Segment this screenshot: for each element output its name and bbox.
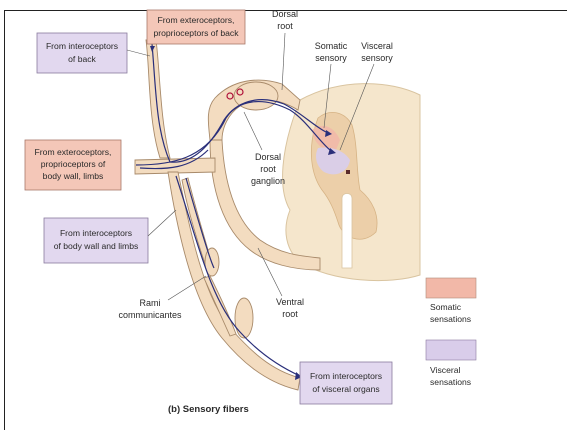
box-interoceptors-body: From interoceptors of body wall and limb… (44, 218, 148, 263)
legend-somatic: Somatic sensations (426, 278, 476, 324)
legend-visceral-swatch (426, 340, 476, 360)
legend: Somatic sensations Visceral sensations (426, 278, 476, 387)
box-interoceptors-back-line2: of back (68, 54, 96, 64)
label-rami-line1: Rami (139, 298, 160, 308)
box-interoceptors-visceral: From interoceptors of visceral organs (300, 362, 392, 404)
box-interoceptors-visceral-line1: From interoceptors (310, 371, 382, 381)
box-interoceptors-body-line2: of body wall and limbs (54, 241, 139, 251)
label-drg-line2: root (260, 164, 276, 174)
label-visceral-sensory-line1: Visceral (361, 41, 393, 51)
box-exteroceptors-back-line2: proprioceptors of back (153, 28, 239, 38)
box-exteroceptors-body-line2: proprioceptors of (41, 159, 106, 169)
box-interoceptors-body-line1: From interoceptors (60, 228, 132, 238)
label-ventral-root-line1: Ventral (276, 297, 304, 307)
label-visceral-sensory-line2: sensory (361, 53, 393, 63)
label-dorsal-root: Dorsal root (272, 9, 298, 31)
legend-visceral-line2: sensations (430, 377, 471, 387)
label-rami-line2: communicantes (118, 310, 182, 320)
box-exteroceptors-body: From exteroceptors, proprioceptors of bo… (25, 140, 121, 190)
box-interoceptors-back: From interoceptors of back (37, 33, 127, 73)
label-ventral-root-line2: root (282, 309, 298, 319)
label-dorsal-root-line1: Dorsal (272, 9, 298, 19)
label-somatic-sensory-line1: Somatic (315, 41, 348, 51)
box-exteroceptors-body-line3: body wall, limbs (43, 171, 104, 181)
label-ventral-root: Ventral root (276, 297, 304, 319)
label-rami-communicantes: Rami communicantes (118, 298, 182, 320)
spinal-cord (283, 84, 420, 281)
legend-somatic-line1: Somatic (430, 302, 462, 312)
label-drg-line1: Dorsal (255, 152, 281, 162)
box-exteroceptors-back: From exteroceptors, proprioceptors of ba… (147, 10, 245, 44)
box-exteroceptors-back-line1: From exteroceptors, (158, 15, 235, 25)
label-visceral-sensory: Visceral sensory (361, 41, 393, 63)
box-interoceptors-back-line1: From interoceptors (46, 41, 118, 51)
legend-somatic-swatch (426, 278, 476, 298)
label-dorsal-root-ganglion: Dorsal root ganglion (251, 152, 285, 186)
legend-visceral: Visceral sensations (426, 340, 476, 387)
legend-visceral-line1: Visceral (430, 365, 461, 375)
central-canal (346, 170, 350, 174)
figure-caption: (b) Sensory fibers (168, 404, 249, 415)
label-somatic-sensory-line2: sensory (315, 53, 347, 63)
legend-somatic-line2: sensations (430, 314, 471, 324)
label-somatic-sensory: Somatic sensory (315, 41, 348, 63)
box-interoceptors-visceral-line2: of visceral organs (312, 384, 379, 394)
label-drg-line3: ganglion (251, 176, 285, 186)
box-exteroceptors-body-line1: From exteroceptors, (35, 147, 112, 157)
label-dorsal-root-line2: root (277, 21, 293, 31)
